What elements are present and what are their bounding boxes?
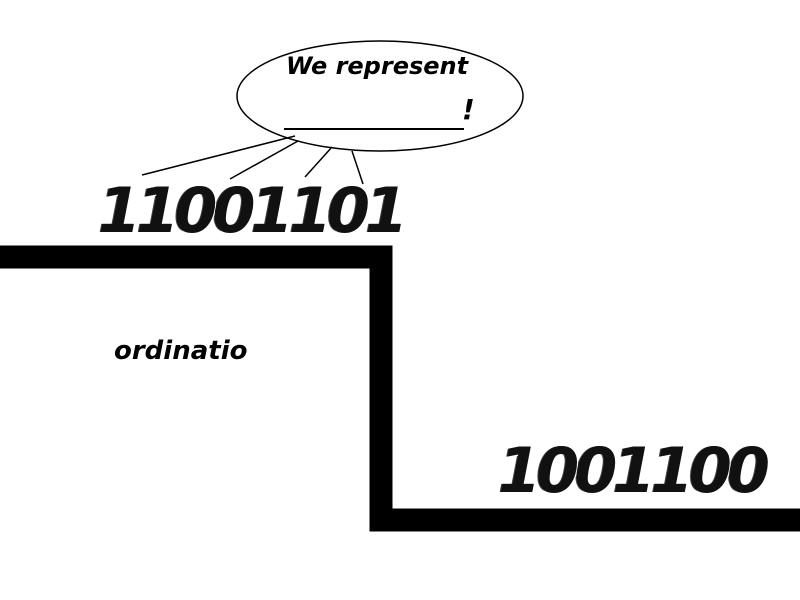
step-side-label: ordinatio [114,336,248,366]
speech-line [229,140,299,180]
lower-binary-number: 1001100 [498,434,770,507]
upper-binary-number: 11001101 [98,174,408,247]
step-line [0,245,800,532]
bubble-exclamation: ! [462,93,475,126]
fill-in-blank [284,96,464,130]
speech-line [304,146,333,178]
speech-line [141,135,296,176]
speech-line [351,150,364,185]
speech-bubble [236,40,524,152]
bubble-caption: We represent [286,52,469,80]
